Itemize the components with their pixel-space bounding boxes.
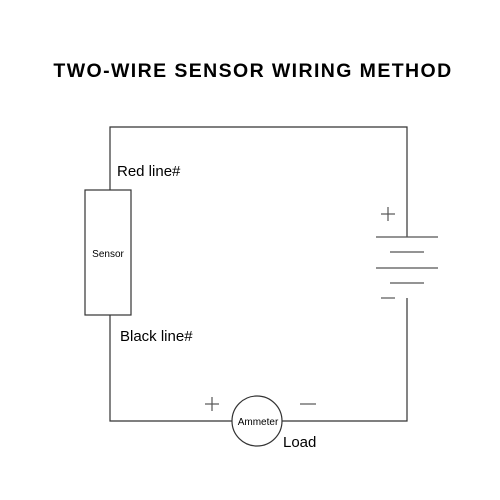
black-line-label: Black line# [120, 328, 193, 345]
ammeter: Ammeter [205, 395, 316, 447]
diagram-title: TWO-WIRE SENSOR WIRING METHOD [53, 60, 452, 82]
right-bottom-wire [282, 298, 408, 422]
ammeter-label: Ammeter [238, 417, 279, 428]
sensor-box [84, 189, 132, 316]
circuit-wires [109, 126, 408, 422]
sensor-label: Sensor [92, 249, 124, 260]
plus-icon [381, 207, 395, 221]
top-wire [109, 126, 408, 237]
ammeter-circle [231, 395, 283, 447]
plus-icon [205, 397, 219, 411]
red-line-label: Red line# [117, 163, 181, 180]
battery [376, 207, 438, 299]
left-bottom-wire [109, 315, 232, 422]
sensor: Sensor [84, 189, 132, 316]
load-label: Load [283, 434, 316, 451]
